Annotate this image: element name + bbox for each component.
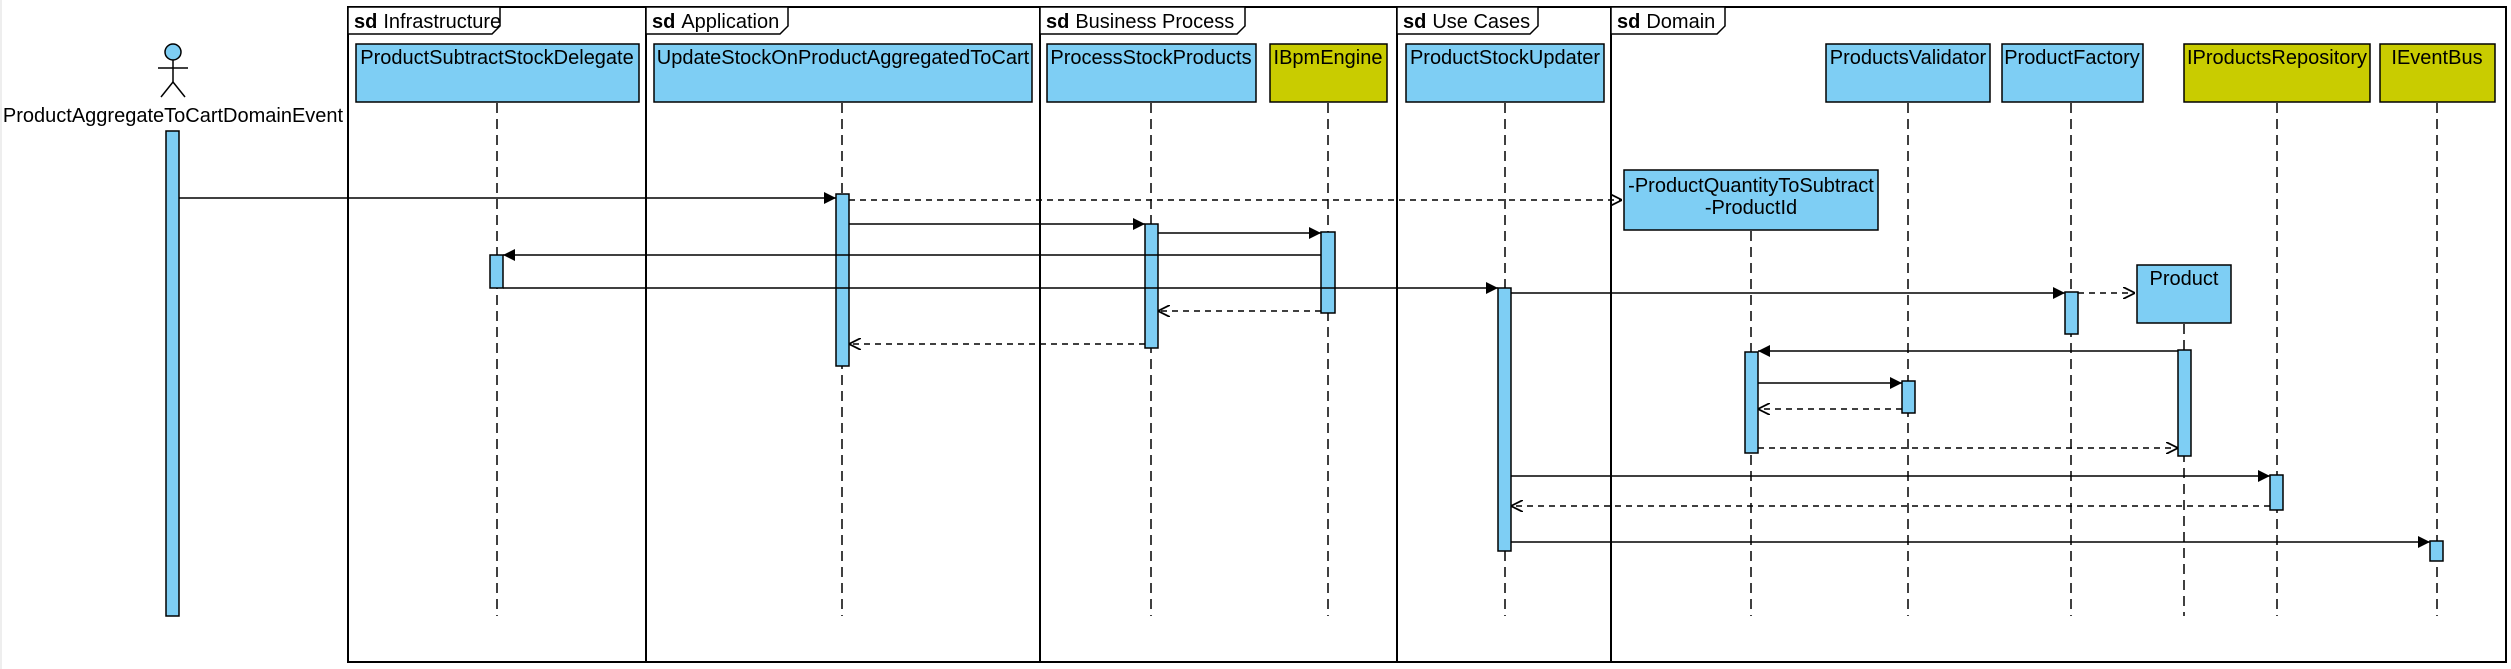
- activation-bar: [1320, 231, 1336, 314]
- lifeline-products-repository: IProductsRepository: [2183, 43, 2371, 616]
- activation-bar: [1744, 351, 1759, 454]
- actor-label: ProductAggregateToCartDomainEvent: [3, 105, 344, 127]
- activation-bar: [1144, 223, 1159, 349]
- lifeline-label: IEventBus: [2391, 47, 2482, 69]
- lifeline-label: UpdateStockOnProductAggregatedToCart: [657, 47, 1030, 69]
- frame-title: Domain: [1646, 11, 1715, 33]
- object-label-line: -ProductId: [1705, 197, 1797, 219]
- activation-bar: [2269, 474, 2284, 511]
- frame-keyword: sd: [652, 11, 675, 33]
- stick-figure-icon: [158, 43, 188, 98]
- frame-title: Application: [681, 11, 779, 33]
- messages: [179, 192, 2430, 548]
- lifeline-label: IBpmEngine: [1274, 47, 1383, 69]
- activation-bar: [489, 254, 504, 289]
- lifeline-label: ProductStockUpdater: [1410, 47, 1600, 69]
- frame-use-cases: sd Use Cases: [1396, 6, 1612, 663]
- lifeline-label: ProcessStockProducts: [1050, 47, 1251, 69]
- actor: ProductAggregateToCartDomainEvent: [3, 43, 344, 617]
- lifeline-event-bus: IEventBus: [2379, 43, 2496, 616]
- lifeline-label: ProductSubtractStockDelegate: [360, 47, 634, 69]
- activations: [489, 193, 2444, 562]
- frame-keyword: sd: [1617, 11, 1640, 33]
- activation-bar: [2177, 349, 2192, 457]
- frame-keyword: sd: [1046, 11, 1069, 33]
- frame-title: Business Process: [1075, 11, 1234, 33]
- lifeline-validator: ProductsValidator: [1825, 43, 1991, 616]
- activation-bar: [835, 193, 850, 367]
- object-label-line: -ProductQuantityToSubtract: [1628, 175, 1874, 197]
- object-label-line: Product: [2150, 268, 2219, 290]
- lifeline-label: ProductFactory: [2004, 47, 2140, 69]
- lifeline-delegate: ProductSubtractStockDelegate: [355, 43, 640, 616]
- frame-keyword: sd: [1403, 11, 1426, 33]
- activation-bar: [1901, 380, 1916, 414]
- frame-infrastructure: sd Infrastructure: [347, 6, 647, 663]
- lifeline-bpm-engine: IBpmEngine: [1269, 43, 1388, 616]
- activation-bar: [2064, 291, 2079, 335]
- frame-domain: sd Domain: [1610, 6, 2507, 663]
- activation-bar: [2429, 540, 2444, 562]
- lifeline-update-stock: UpdateStockOnProductAggregatedToCart: [653, 43, 1033, 616]
- lifeline-label: ProductsValidator: [1830, 47, 1987, 69]
- frame-business-process: sd Business Process: [1039, 6, 1398, 663]
- frame-keyword: sd: [354, 11, 377, 33]
- lifeline-process-stock: ProcessStockProducts: [1046, 43, 1257, 616]
- lifeline-label: IProductsRepository: [2187, 47, 2367, 69]
- activation-bar: [165, 130, 180, 617]
- activation-bar: [1497, 287, 1512, 552]
- lifeline-factory: ProductFactory: [2001, 43, 2144, 616]
- frame-title: Use Cases: [1432, 11, 1530, 33]
- frame-title: Infrastructure: [383, 11, 501, 33]
- lifeline-dto: -ProductQuantityToSubtract -ProductId: [1623, 169, 1879, 616]
